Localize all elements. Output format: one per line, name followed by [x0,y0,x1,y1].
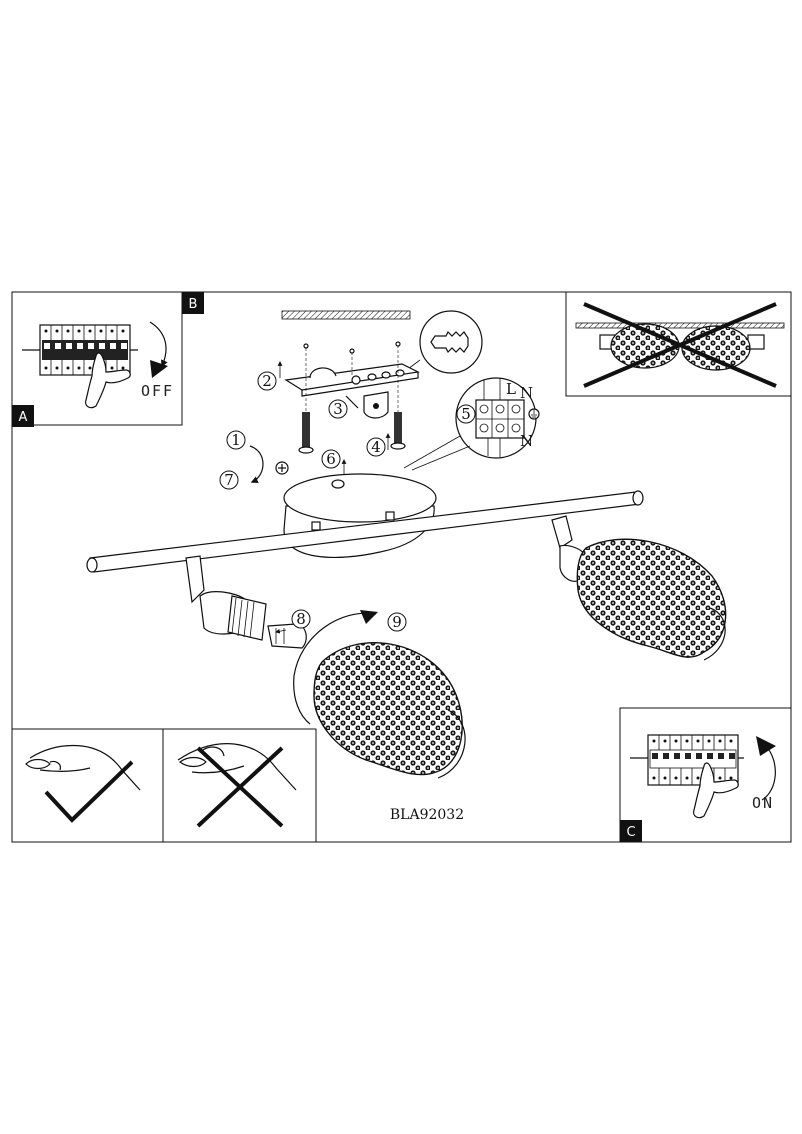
svg-text:8: 8 [296,610,306,628]
hand-icon [693,762,739,819]
mounting-bracket [284,363,420,419]
hand-icon [85,352,131,409]
panel-hand-correct [11,728,164,843]
light-bar [86,490,644,573]
ceiling-spot-left [599,323,680,369]
cover-screw [275,461,289,475]
ceiling-hatch [281,310,411,320]
step-4: 4 [366,433,391,457]
panel-a-badge [12,405,34,427]
step-3: 3 [328,399,348,419]
panel-b-letter: B [189,297,198,312]
on-label: ON [752,794,774,812]
step-2: 2 [257,361,283,391]
svg-text:2: 2 [262,372,272,390]
svg-text:9: 9 [392,613,402,631]
terminal-block-callout: L N N [403,377,540,471]
rotate-arrowhead-icon [360,610,378,624]
panel-b-switch-off: B [11,291,204,426]
panel-prohibited-orientation [565,291,792,397]
step-8: 8 [275,609,311,634]
rotate-arrow-icon [149,321,168,368]
step-1: 1 [226,430,246,450]
terminal-n-top-label: N [520,384,533,402]
switch-off-arrow-icon [150,360,168,378]
rotate-arrow-icon [761,745,776,801]
panel-c-letter: C [626,825,635,840]
mounting-screws [298,341,406,454]
spotlight-left-holder [185,555,267,641]
svg-text:7: 7 [224,471,234,489]
panel-c-switch-on: C [619,707,792,843]
svg-text:3: 3 [333,400,343,418]
model-number: BLA92032 [390,807,464,823]
crystal-shade-left [313,642,466,779]
svg-text:1: 1 [231,431,241,449]
breaker-panel-icon [630,734,744,786]
rotate-arrow-icon [249,445,264,484]
prohibited-cross-icon [583,302,777,388]
step-6: 6 [321,449,347,474]
svg-text:5: 5 [461,405,471,423]
panel-a-letter: A [19,410,28,425]
panel-b-badge [182,292,204,314]
svg-text:6: 6 [326,450,336,468]
ground-icon [528,408,540,420]
outer-frame [11,291,792,843]
rotate-arrow-icon [293,612,377,725]
step-7: 7 [219,470,239,490]
switch-on-arrow-icon [756,736,776,756]
step-9: 9 [387,612,407,632]
svg-text:4: 4 [371,438,381,456]
prohibited-cross-icon [196,746,284,828]
panel-hand-incorrect [162,728,317,843]
terminal-l-label: L [506,380,516,398]
off-label: OFF [141,382,174,400]
step-5: 5 [456,404,476,424]
check-mark-icon [44,760,134,823]
spotlight-right [551,515,727,661]
wall-plug-icon [403,310,483,374]
breaker-panel-icon [22,324,138,376]
terminal-n-bottom-label: N [520,432,533,450]
panel-c-badge [620,820,642,842]
